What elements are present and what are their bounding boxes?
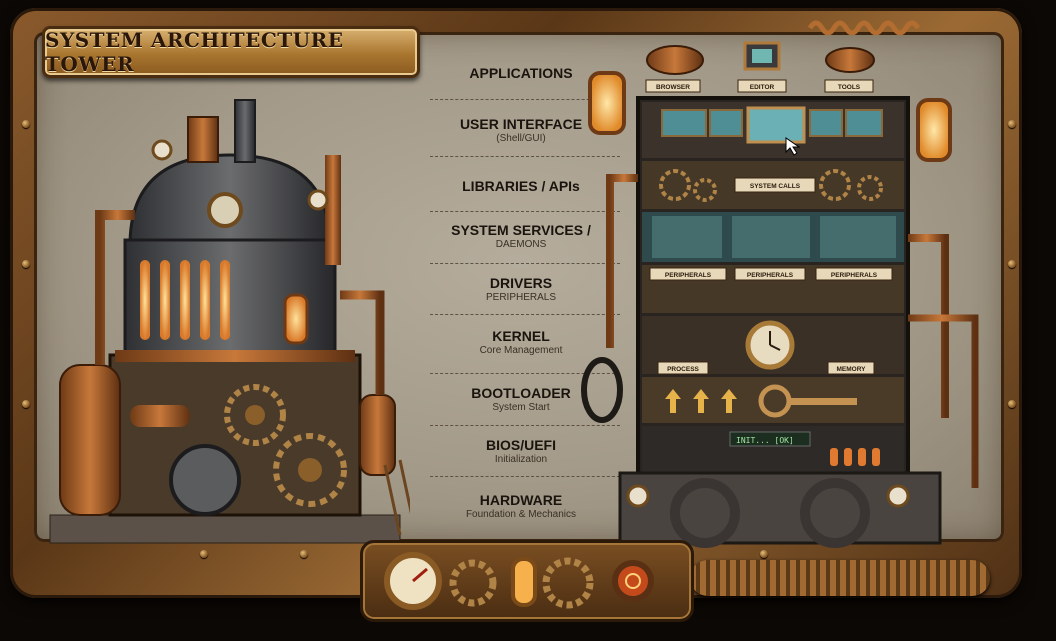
layer-divider xyxy=(430,99,620,100)
layer-applications: APPLICATIONS xyxy=(426,65,616,81)
layer-name: LIBRARIES / APIs xyxy=(462,178,580,194)
gear-icon xyxy=(449,559,497,607)
layer-drivers: DRIVERS PERIPHERALS xyxy=(426,275,616,303)
page-title: SYSTEM ARCHITECTURE TOWER xyxy=(45,28,344,76)
driver-tag: PERIPHERALS xyxy=(665,272,712,279)
layer-label-column: APPLICATIONS USER INTERFACE (Shell/GUI) … xyxy=(426,60,616,530)
driver-tag: PERIPHERALS xyxy=(831,272,878,279)
layer-divider xyxy=(430,211,620,212)
layer-divider xyxy=(430,425,620,426)
layer-bootloader: BOOTLOADER System Start xyxy=(426,385,616,413)
rivet xyxy=(22,120,30,128)
boot-arrows-icon xyxy=(665,389,737,413)
rivet xyxy=(300,550,308,558)
layer-name: HARDWARE xyxy=(479,492,563,508)
flex-hose xyxy=(690,560,990,596)
rivet xyxy=(760,550,768,558)
vacuum-tube-icon xyxy=(511,557,537,607)
layer-bios-uefi: BIOS/UEFI Initialization xyxy=(426,437,616,465)
architecture-tower-illustration: BROWSER EDITOR TOOLS SYSTEM CALLS xyxy=(581,20,979,548)
layer-name: KERNEL xyxy=(492,328,550,344)
ui-monitor-icon xyxy=(746,106,806,144)
kernel-tag-process: PROCESS xyxy=(667,366,699,373)
app-tag-editor: EDITOR xyxy=(750,84,775,91)
layer-divider xyxy=(430,314,620,315)
layer-divider xyxy=(430,476,620,477)
rivet xyxy=(200,550,208,558)
gear-icon xyxy=(542,557,594,609)
app-tag-tools: TOOLS xyxy=(838,84,861,91)
rivet xyxy=(22,260,30,268)
layer-libraries: LIBRARIES / APIs xyxy=(426,178,616,194)
layer-subtitle: Initialization xyxy=(494,454,548,465)
layer-subtitle: Foundation & Mechanics xyxy=(465,509,577,520)
layer-divider xyxy=(430,156,620,157)
boiler-machine-illustration xyxy=(49,99,410,544)
layer-divider xyxy=(430,373,620,374)
layer-name: USER INTERFACE xyxy=(459,116,583,132)
control-panel xyxy=(360,540,694,622)
layer-subtitle: (Shell/GUI) xyxy=(496,133,546,144)
coil-spring xyxy=(807,20,921,36)
layer-subtitle: DAEMONS xyxy=(495,239,547,250)
app-tag-browser: BROWSER xyxy=(656,84,690,91)
title-plate: SYSTEM ARCHITECTURE TOWER xyxy=(42,26,420,78)
layer-name: DRIVERS xyxy=(489,275,553,291)
application-machines: BROWSER EDITOR TOOLS xyxy=(645,41,875,93)
layer-subtitle: Core Management xyxy=(479,345,563,356)
layer-name: SYSTEM SERVICES / xyxy=(451,222,591,238)
glow-tubes xyxy=(140,260,309,345)
lantern xyxy=(588,71,626,135)
lantern xyxy=(916,98,952,162)
layer-name: BOOTLOADER xyxy=(471,385,571,401)
layer-subtitle: PERIPHERALS xyxy=(485,292,557,303)
layer-user-interface: USER INTERFACE (Shell/GUI) xyxy=(426,116,616,144)
power-button-icon[interactable] xyxy=(612,560,654,602)
layer-system-services: SYSTEM SERVICES / DAEMONS xyxy=(426,222,616,250)
layer-name: APPLICATIONS xyxy=(469,65,573,81)
kernel-tag-memory: MEMORY xyxy=(836,366,866,373)
wheel xyxy=(800,478,870,548)
driver-tag: PERIPHERALS xyxy=(747,272,794,279)
layer-kernel: KERNEL Core Management xyxy=(426,328,616,356)
cursor-pointer-icon xyxy=(785,137,801,156)
drive-belt xyxy=(581,357,623,423)
rivet xyxy=(1008,260,1016,268)
rivet xyxy=(1008,120,1016,128)
wheel xyxy=(670,478,740,548)
rivet xyxy=(22,400,30,408)
libraries-tag: SYSTEM CALLS xyxy=(750,183,801,190)
layer-subtitle: System Start xyxy=(492,402,550,413)
layer-divider xyxy=(430,263,620,264)
layer-hardware: HARDWARE Foundation & Mechanics xyxy=(426,492,616,520)
bios-screen-text: INIT... [OK] xyxy=(736,436,794,445)
rivet xyxy=(1008,400,1016,408)
layer-name: BIOS/UEFI xyxy=(485,437,556,453)
